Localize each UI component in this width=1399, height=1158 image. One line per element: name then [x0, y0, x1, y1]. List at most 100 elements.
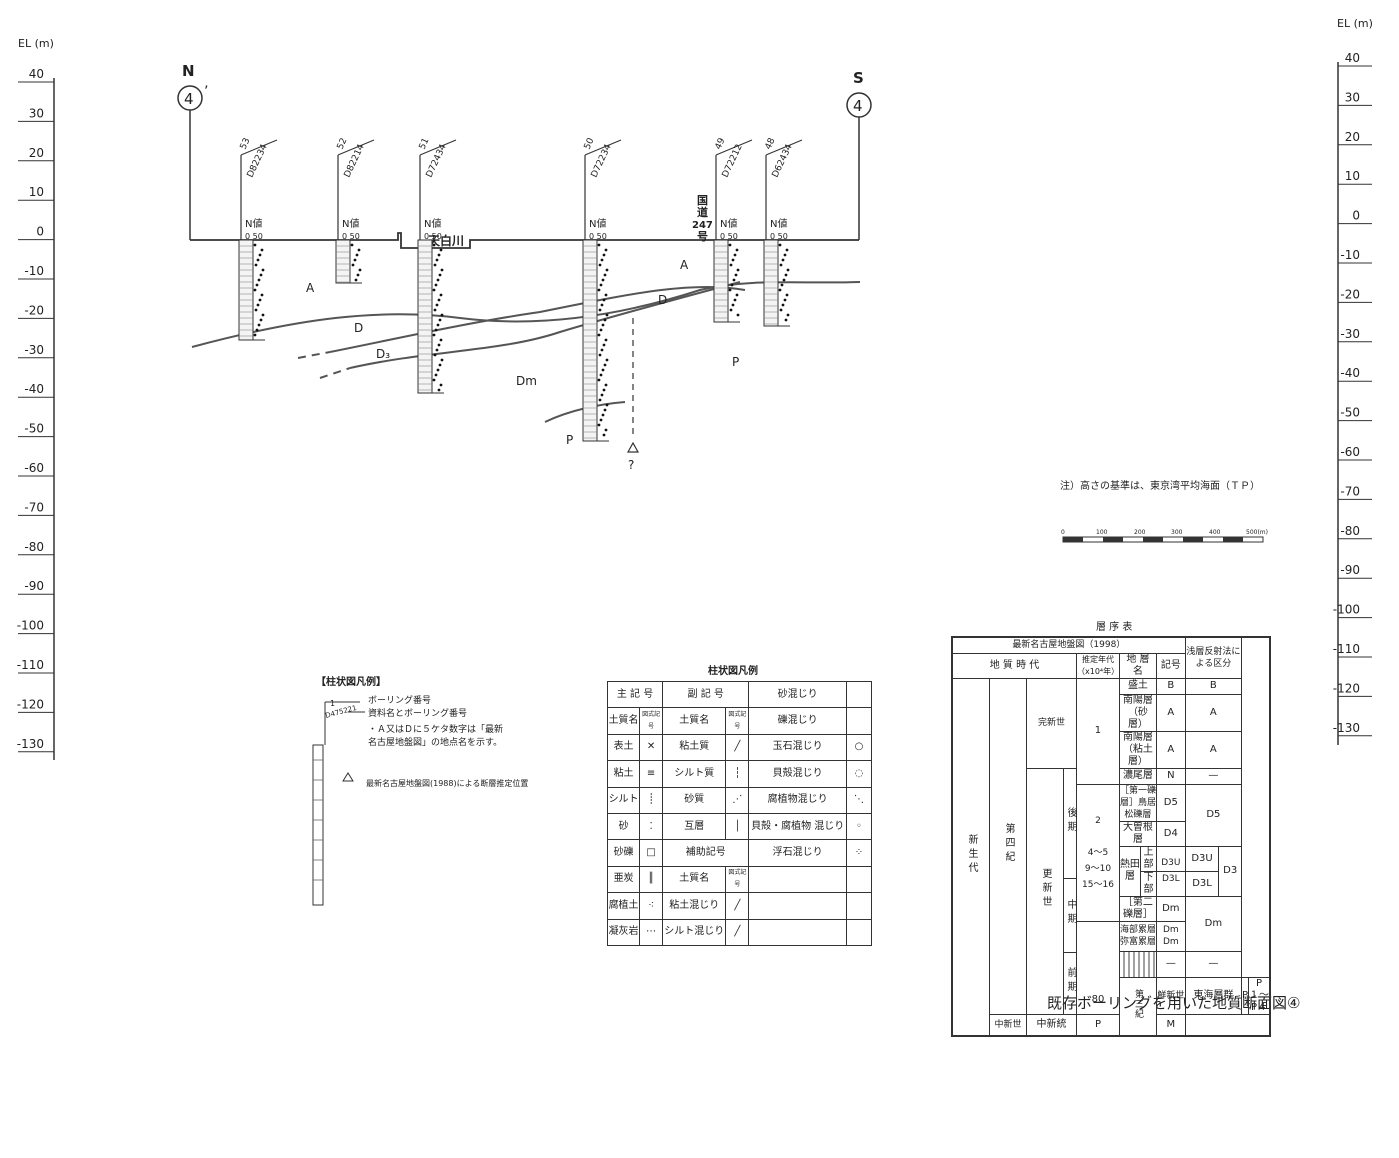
left-tick-label: -100: [17, 619, 44, 633]
nvalue-point: [781, 258, 785, 262]
nvalue-point: [261, 268, 265, 272]
left-tick-label: -70: [24, 500, 44, 514]
nvalue-point: [440, 358, 444, 362]
svg-text:道: 道: [697, 205, 708, 219]
borehole-id: D72434: [425, 143, 449, 180]
nvalue-point: [440, 268, 444, 272]
right-tick-label: 20: [1345, 130, 1360, 144]
boundary-a-d: [191, 281, 861, 348]
nvalue-point: [258, 253, 262, 257]
nvalue-point: [731, 303, 735, 307]
nvalue-point: [600, 258, 604, 262]
fault-question-mark: ?: [628, 458, 634, 472]
nvalue-point: [260, 293, 264, 297]
left-tick-label: 30: [29, 106, 44, 120]
svg-text:0: 0: [1061, 529, 1065, 536]
nvalue-point: [435, 348, 439, 352]
nvalue-point: [257, 323, 261, 327]
nvalue-point: [255, 328, 259, 332]
nvalue-point: [733, 253, 737, 257]
nvalue-scale: 0 50: [770, 232, 788, 241]
nvalue-point: [437, 388, 441, 392]
borehole-label-line: [240, 139, 278, 156]
left-tick-label: -80: [24, 540, 44, 554]
right-tick-label: 0: [1352, 209, 1360, 223]
nvalue-label: N値: [342, 217, 359, 230]
right-tick-label: -10: [1340, 248, 1360, 262]
borehole-label-line: [765, 139, 803, 156]
road-label: 国 道 247 号: [692, 194, 713, 243]
nvalue-point: [436, 368, 440, 372]
geologic-section-drawing: EL (m) 403020100-10-20-30-40-50-60-70-80…: [17, 17, 1373, 1012]
left-tick-label: -90: [24, 579, 44, 593]
svg-text:P: P: [566, 433, 573, 447]
symbol-legend-table: 主 記 号 副 記 号 砂混じり 土質名 図式記号 土質名 図式記号 礫混じり …: [606, 680, 872, 947]
nvalue-point: [597, 378, 601, 382]
svg-text:国: 国: [697, 194, 708, 207]
borehole-number: 50: [583, 136, 597, 151]
nvalue-label: N値: [245, 217, 262, 230]
nvalue-point: [783, 253, 787, 257]
nvalue-point: [433, 353, 437, 357]
nvalue-point: [598, 353, 602, 357]
north-prime: ’: [204, 84, 208, 100]
nvalue-point: [605, 358, 609, 362]
nvalue-point: [260, 248, 264, 252]
nvalue-point: [605, 313, 609, 317]
nvalue-point: [735, 248, 739, 252]
nvalue-point: [351, 263, 355, 267]
borehole-number: 48: [764, 136, 778, 151]
nvalue-point: [254, 263, 258, 267]
nvalue-point: [353, 258, 357, 262]
nvalue-point: [780, 283, 784, 287]
nvalue-point: [253, 288, 257, 292]
nvalue-point: [600, 348, 604, 352]
nvalue-point: [605, 268, 609, 272]
nvalue-point: [783, 298, 787, 302]
nvalue-point: [733, 298, 737, 302]
left-tick-label: -130: [17, 737, 44, 751]
nvalue-point: [259, 318, 263, 322]
nvalue-point: [435, 303, 439, 307]
nvalue-point: [437, 253, 441, 257]
right-tick-label: -70: [1340, 484, 1360, 498]
nvalue-point: [432, 288, 436, 292]
nvalue-point: [602, 433, 606, 437]
left-tick-label: 40: [29, 67, 44, 81]
nvalue-point: [599, 373, 603, 377]
nvalue-point: [784, 273, 788, 277]
nvalue-point: [258, 298, 262, 302]
nvalue-point: [355, 253, 359, 257]
nvalue-point: [597, 288, 601, 292]
boundary-d-d3: [329, 285, 746, 353]
section-south-end: S 4: [846, 69, 872, 240]
svg-text:最新名古屋地盤図(1988)による断層推定位置: 最新名古屋地盤図(1988)による断層推定位置: [366, 778, 528, 788]
nvalue-point: [256, 258, 260, 262]
right-tick-label: -110: [1333, 642, 1360, 656]
nvalue-point: [432, 333, 436, 337]
nvalue-point: [602, 388, 606, 392]
nvalue-point: [356, 273, 360, 277]
nvalue-point: [735, 293, 739, 297]
nvalue-point: [601, 323, 605, 327]
nvalue-point: [597, 423, 601, 427]
south-number: 4: [853, 97, 863, 115]
ground-surface-line: [190, 232, 859, 249]
nvalue-scale: 0 50: [424, 232, 442, 241]
nvalue-point: [732, 278, 736, 282]
borehole-label-line: [419, 139, 457, 156]
left-tick-label: 10: [29, 185, 44, 199]
nvalue-point: [434, 328, 438, 332]
right-tick-label: -50: [1340, 406, 1360, 420]
right-elevation-axis: EL (m) 403020100-10-20-30-40-50-60-70-80…: [1333, 17, 1373, 745]
nvalue-point: [729, 263, 733, 267]
nvalue-point: [784, 318, 788, 322]
nvalue-point: [785, 248, 789, 252]
nvalue-point: [731, 258, 735, 262]
nvalue-point: [435, 258, 439, 262]
svg-text:A: A: [306, 281, 315, 295]
borehole-number: 49: [714, 136, 728, 151]
